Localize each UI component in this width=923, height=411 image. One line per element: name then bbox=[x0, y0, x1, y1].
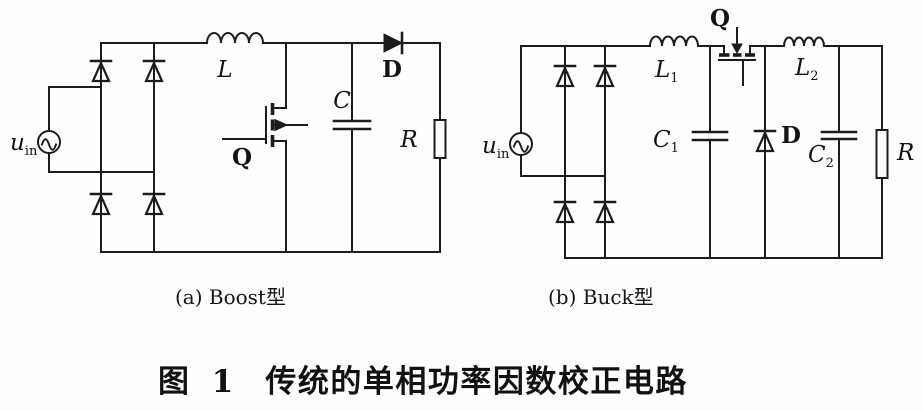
bridge-rectifier-a bbox=[89, 42, 166, 253]
diode-icon bbox=[553, 200, 577, 224]
capacitor-icon bbox=[691, 45, 729, 259]
mosfet-icon bbox=[222, 42, 308, 253]
label-source-b: uin bbox=[482, 133, 510, 162]
mosfet-icon bbox=[718, 27, 756, 86]
sine-icon bbox=[512, 140, 530, 153]
figure-title-text: 传统的单相功率因数校正电路 bbox=[265, 364, 688, 400]
ac-source-a bbox=[37, 86, 155, 173]
bridge-rectifier-b bbox=[553, 45, 617, 259]
resistor-icon bbox=[433, 119, 447, 159]
inductor-icon bbox=[782, 36, 826, 48]
circuit-buck: uin L1 Q C1 D L2 C2 R (b) Buck型 bbox=[482, 5, 914, 309]
diode-icon bbox=[383, 31, 404, 55]
diode-icon bbox=[593, 200, 617, 224]
diode-icon bbox=[593, 64, 617, 88]
diode-icon bbox=[142, 192, 166, 216]
wire bbox=[48, 86, 102, 132]
label-diode-a: D bbox=[382, 56, 402, 83]
capacitor-icon bbox=[332, 42, 372, 253]
label-inductor1: L1 bbox=[654, 57, 679, 86]
figure-title: 图 1 传统的单相功率因数校正电路 bbox=[158, 356, 718, 401]
wire bbox=[520, 45, 651, 134]
diode-icon bbox=[89, 192, 113, 216]
label-diode-b: D bbox=[781, 122, 801, 149]
label-capacitor1: C1 bbox=[653, 127, 679, 156]
caption-b: (b) Buck型 bbox=[548, 285, 654, 309]
inductor-icon bbox=[205, 32, 265, 45]
diode-icon bbox=[753, 45, 777, 259]
wire bbox=[520, 154, 606, 177]
label-switch-b: Q bbox=[710, 5, 730, 32]
wire bbox=[48, 152, 155, 173]
sine-icon bbox=[40, 138, 58, 151]
ac-source-b bbox=[509, 45, 651, 177]
label-inductor-a: L bbox=[216, 57, 232, 83]
figure-number: 图 1 bbox=[158, 364, 240, 400]
diode-icon bbox=[553, 64, 577, 88]
wire bbox=[401, 42, 441, 121]
diode-icon bbox=[142, 59, 166, 83]
resistor-icon bbox=[875, 129, 889, 179]
label-source-a: uin bbox=[10, 130, 38, 159]
wire bbox=[823, 45, 883, 131]
label-switch-a: Q bbox=[232, 144, 252, 171]
capacitor-icon bbox=[820, 45, 858, 259]
label-capacitor2: C2 bbox=[808, 142, 834, 171]
caption-a: (a) Boost型 bbox=[175, 285, 286, 309]
circuit-boost: uin L Q C D R (a) Boost型 bbox=[10, 31, 447, 309]
label-resistor-a: R bbox=[399, 127, 417, 153]
label-capacitor-a: C bbox=[333, 88, 351, 114]
label-resistor-b: R bbox=[896, 140, 914, 166]
inductor-icon bbox=[648, 35, 700, 48]
diode-icon bbox=[89, 59, 113, 83]
label-inductor2: L2 bbox=[794, 55, 819, 84]
